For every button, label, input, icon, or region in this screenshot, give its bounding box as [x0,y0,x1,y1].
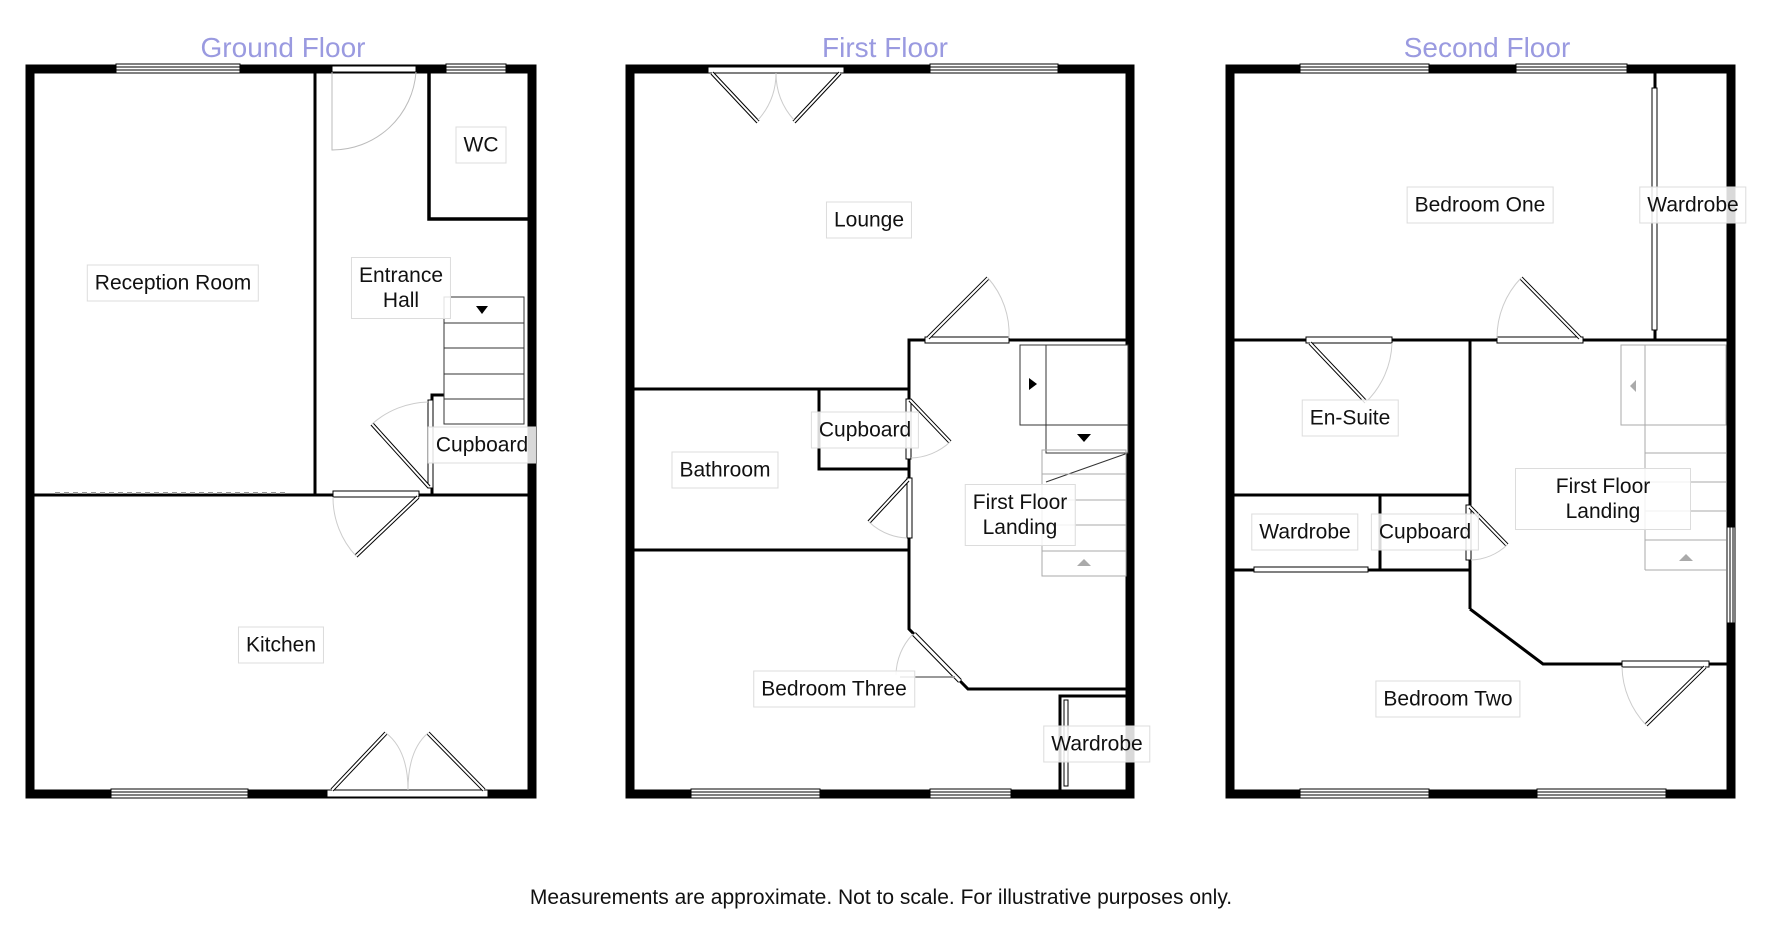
window [110,788,249,799]
door [1621,660,1710,727]
room-label-bedroom-one: Bedroom One [1406,186,1554,224]
staircase [1620,344,1727,571]
staircase [1019,344,1129,577]
room-label-kitchen: Kitchen [237,626,325,664]
floor-title-second: Second Floor [1403,32,1571,63]
room-label-reception-room: Reception Room [86,264,260,302]
window [1536,788,1667,799]
door [1305,336,1393,404]
room-label-bathroom: Bathroom [671,451,779,489]
window [690,788,821,799]
room-label-bedroom-three: Bedroom Three [753,670,915,708]
room-label-first-floor-landing: First Floor Landing [1515,468,1691,530]
room-label-cupboard: Cupboard [810,411,920,449]
disclaimer-note: Measurements are approximate. Not to sca… [529,886,1233,909]
room-label-lounge: Lounge [825,201,913,239]
front-door [331,65,417,151]
room-label-wc: WC [455,126,507,164]
door [1496,276,1584,344]
window [1515,63,1628,74]
window [929,63,1059,74]
window [1726,526,1736,624]
room-label-bedroom-two: Bedroom Two [1375,680,1521,718]
room-label-wardrobe: Wardrobe [1043,725,1151,763]
window [929,788,1012,799]
first-floor-plan [625,63,1135,799]
door [924,276,1010,344]
room-label-cupboard: Cupboard [427,426,537,464]
staircase [443,296,525,425]
floor-title-ground: Ground Floor [200,32,366,63]
window [1299,788,1430,799]
room-label-en-suite: En-Suite [1301,399,1399,437]
room-label-cupboard: Cupboard [1370,513,1480,551]
window [445,63,507,74]
room-label-first-floor-landing: First Floor Landing [964,484,1076,546]
door [370,399,434,489]
door [332,490,420,558]
window [115,63,241,74]
floor-title-first: First Floor [822,32,948,63]
room-label-wardrobe: Wardrobe [1639,186,1747,224]
room-label-entrance-hall: Entrance Hall [350,257,452,319]
door [867,477,913,539]
french-doors [326,731,489,798]
ground-floor-plan [25,63,537,799]
french-doors [707,66,845,124]
window [1299,63,1430,74]
room-label-wardrobe: Wardrobe [1251,513,1359,551]
